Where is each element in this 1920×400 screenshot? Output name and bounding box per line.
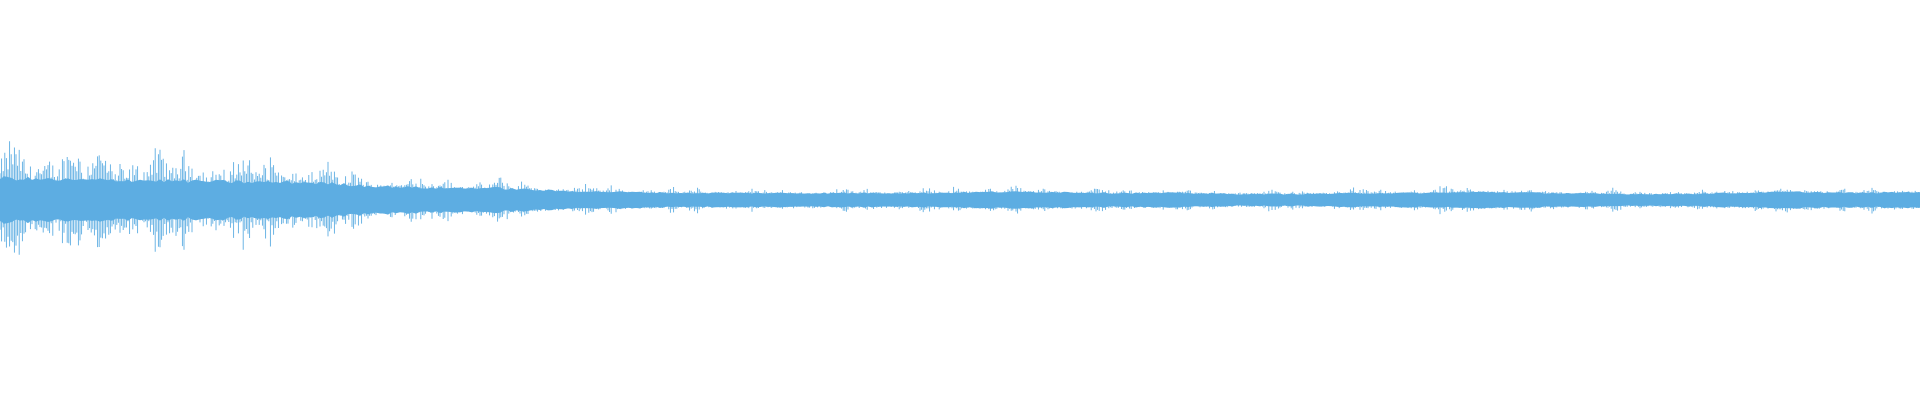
waveform-core-fill bbox=[0, 176, 1920, 224]
waveform-core-band bbox=[0, 176, 1920, 224]
